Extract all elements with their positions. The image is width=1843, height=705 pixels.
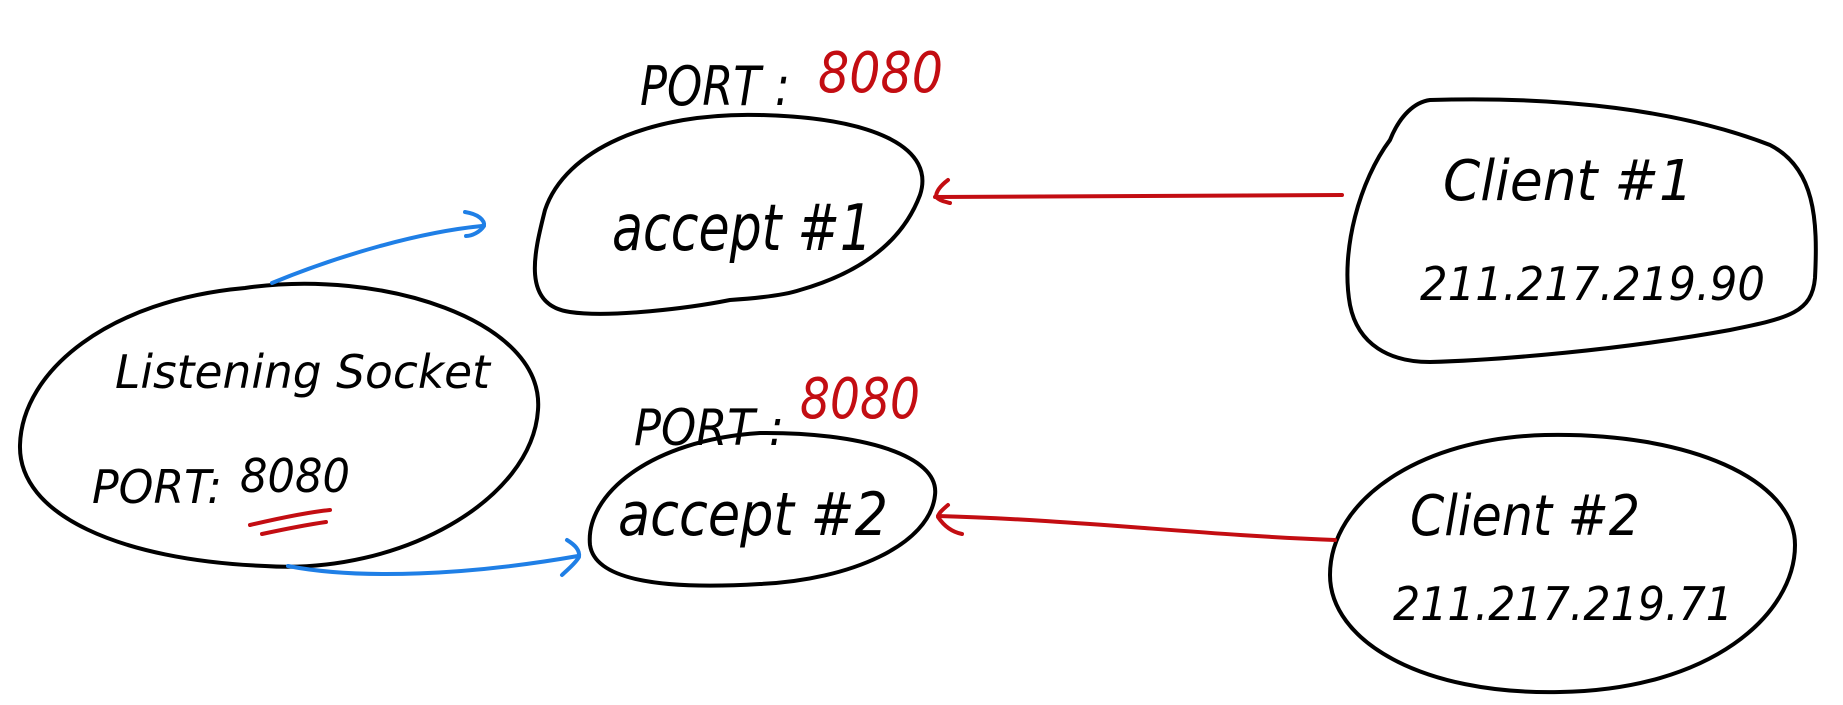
arrow-client2-to-accept2 — [936, 514, 1337, 542]
connectors — [270, 178, 1344, 577]
listening-socket-ellipse — [17, 281, 541, 569]
accept2-node: PORT : 8080 accept #2 — [587, 367, 938, 588]
accept1-port-label: PORT : — [640, 55, 790, 118]
listening-socket-node: Listening Socket PORT: 8080 — [17, 281, 541, 569]
arrowhead-listen-to-accept2 — [560, 538, 582, 577]
accept1-node: PORT : 8080 accept #1 — [532, 41, 943, 316]
accept1-label: accept #1 — [612, 192, 872, 266]
listening-socket-port-label: PORT: — [92, 460, 222, 514]
accept1-port-value: 8080 — [818, 41, 943, 106]
client1-node: Client #1 211.217.219.90 — [1345, 97, 1818, 364]
accept2-port-value: 8080 — [800, 367, 920, 432]
accept1-ellipse — [532, 112, 925, 316]
listening-socket-title: Listening Socket — [115, 345, 492, 399]
arrowhead-listen-to-accept1 — [463, 210, 487, 238]
arrowhead-client1-to-accept1 — [934, 178, 952, 205]
client2-ip: 211.217.219.71 — [1393, 577, 1733, 631]
arrow-listen-to-accept2 — [286, 554, 580, 577]
arrowhead-client2-to-accept2 — [936, 503, 964, 536]
client2-ellipse — [1328, 432, 1797, 695]
client1-bubble — [1345, 97, 1818, 364]
accept2-port-label: PORT : — [634, 399, 784, 457]
arrow-client1-to-accept1 — [933, 193, 1344, 199]
client1-ip: 211.217.219.90 — [1420, 257, 1765, 311]
client1-name: Client #1 — [1443, 149, 1693, 214]
accept2-label: accept #2 — [618, 480, 888, 550]
arrow-listen-to-accept1 — [270, 224, 484, 285]
port-underline-1 — [248, 508, 332, 527]
port-underline-2 — [260, 520, 328, 536]
listening-socket-port-value: 8080 — [240, 449, 350, 503]
client2-node: Client #2 211.217.219.71 — [1328, 432, 1797, 695]
client2-name: Client #2 — [1410, 484, 1640, 549]
accept2-ellipse — [587, 430, 938, 588]
